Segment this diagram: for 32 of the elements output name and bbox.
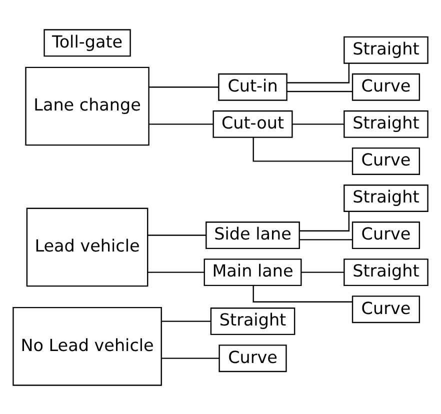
node-box: Straight [210, 307, 296, 335]
node-box: Curve [218, 344, 287, 372]
node-box: Toll-gate [44, 28, 131, 56]
node-box: Curve [352, 221, 420, 249]
node-box: Cut-out [212, 110, 293, 138]
connector [292, 123, 344, 124]
connector [148, 123, 214, 124]
node-box: Curve [352, 295, 420, 323]
node-box: Straight [344, 36, 428, 64]
connector [252, 137, 352, 162]
connector [148, 271, 204, 272]
connector [148, 234, 206, 236]
node-box: No Lead vehicle [12, 306, 162, 386]
connector [287, 90, 352, 92]
node-box: Straight [344, 110, 428, 138]
connector [300, 238, 352, 240]
connector [300, 211, 350, 231]
connector [148, 86, 218, 88]
node-box: Main lane [204, 258, 302, 286]
node-box: Side lane [206, 221, 300, 249]
connector [252, 285, 352, 302]
node-box: Curve [352, 146, 420, 174]
node-box: Straight [344, 258, 428, 286]
node-box: Curve [352, 72, 420, 100]
node-box: Lead vehicle [26, 207, 148, 286]
connector [286, 62, 350, 83]
connector [301, 271, 344, 272]
node-box: Cut-in [218, 72, 288, 100]
connector [162, 357, 220, 358]
node-box: Lane change [25, 66, 150, 146]
connector [162, 320, 211, 322]
node-box: Straight [344, 184, 428, 212]
